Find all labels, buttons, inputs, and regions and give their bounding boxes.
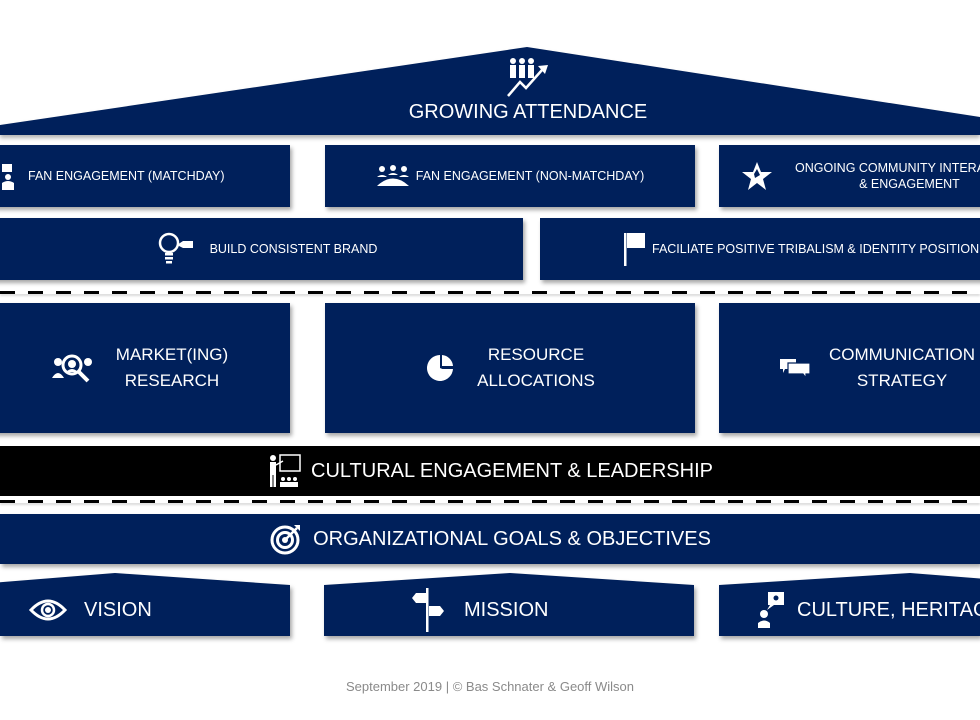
target-icon (269, 522, 303, 556)
pillar-fan-engagement-non-matchday: FAN ENGAGEMENT (NON-MATCHDAY) (325, 145, 695, 207)
pillar-label-line2: STRATEGY (856, 371, 948, 390)
dashed-divider (0, 291, 980, 294)
goals-bar: ORGANIZATIONAL GOALS & OBJECTIVES (0, 514, 980, 564)
goals-label: ORGANIZATIONAL GOALS & OBJECTIVES (313, 527, 711, 550)
presenter-audience-icon (267, 453, 303, 489)
roof-label: GROWING ATTENDANCE (408, 101, 648, 123)
foundation-label: CULTURE, HERITAGE (797, 598, 980, 621)
flag-icon (622, 231, 646, 267)
foundation-culture-shape (719, 573, 980, 636)
pillar-communication-strategy: COMMUNICATION STRATEGY (719, 303, 980, 433)
pillar-label: FAN ENGAGEMENT (MATCHDAY) (28, 169, 225, 183)
roof (0, 47, 980, 135)
pillar-label-line1: COMMUNICATION (829, 345, 976, 364)
roof-shape (0, 47, 980, 135)
foundation-label: MISSION (464, 598, 549, 621)
pillar-resource-allocations: RESOURCE ALLOCATIONS (325, 303, 695, 433)
people-search-icon (51, 350, 94, 386)
person-idea-icon (757, 591, 787, 629)
leadership-bar: CULTURAL ENGAGEMENT & LEADERSHIP (0, 446, 980, 496)
person-presenter-icon (0, 161, 18, 191)
foundation-vision-shape (0, 573, 290, 636)
foundation-vision: VISION (0, 585, 290, 635)
pillar-label-group: ONGOING COMMUNITY INTERACTION & ENGAGEME… (795, 160, 980, 192)
pillar-positive-tribalism: FACILIATE POSITIVE TRIBALISM & IDENTITY … (540, 218, 980, 280)
hands-star-icon (741, 159, 773, 193)
footer-credit: September 2019 | © Bas Schnater & Geoff … (345, 679, 635, 694)
pillar-label-line1: RESOURCE (487, 345, 585, 364)
pillar-label-line1: MARKET(ING) (115, 345, 229, 364)
dashed-divider (0, 500, 980, 503)
pillar-label-line2: ALLOCATIONS (477, 371, 595, 390)
eye-icon (28, 596, 68, 624)
pillar-label-line2: & ENGAGEMENT (859, 177, 960, 191)
foundation-culture-heritage: CULTURE, HERITAGE (719, 585, 980, 635)
growing-people-chart-icon (503, 56, 553, 98)
pillar-marketing-research: MARKET(ING) RESEARCH (0, 303, 290, 433)
lightbulb-tag-icon (156, 231, 196, 267)
foundation-mission-shape (324, 573, 694, 636)
pillar-label-group: RESOURCE ALLOCATIONS (477, 342, 595, 394)
group-meeting-icon (376, 164, 410, 188)
pillar-build-brand: BUILD CONSISTENT BRAND (0, 218, 523, 280)
pillar-label-line2: RESEARCH (124, 371, 220, 390)
pillar-label: FAN ENGAGEMENT (NON-MATCHDAY) (415, 169, 645, 183)
pillar-label: FACILIATE POSITIVE TRIBALISM & IDENTITY … (652, 242, 980, 256)
pillar-label-group: MARKET(ING) RESEARCH (116, 342, 228, 394)
leadership-label: CULTURAL ENGAGEMENT & LEADERSHIP (311, 459, 713, 482)
foundation-label: VISION (84, 598, 152, 621)
pillar-label-line1: ONGOING COMMUNITY INTERACTION (795, 161, 980, 175)
pillar-label: BUILD CONSISTENT BRAND (209, 242, 378, 256)
pillar-label-group: COMMUNICATION STRATEGY (829, 342, 975, 394)
pillar-community-interaction: ONGOING COMMUNITY INTERACTION & ENGAGEME… (719, 145, 980, 207)
pie-chart-icon (425, 353, 455, 383)
foundation-shapes (0, 573, 980, 636)
foundation-mission: MISSION (324, 585, 694, 635)
signpost-icon (408, 588, 448, 632)
pillar-fan-engagement-matchday: FAN ENGAGEMENT (MATCHDAY) (0, 145, 290, 207)
chat-bubbles-icon (779, 355, 811, 381)
